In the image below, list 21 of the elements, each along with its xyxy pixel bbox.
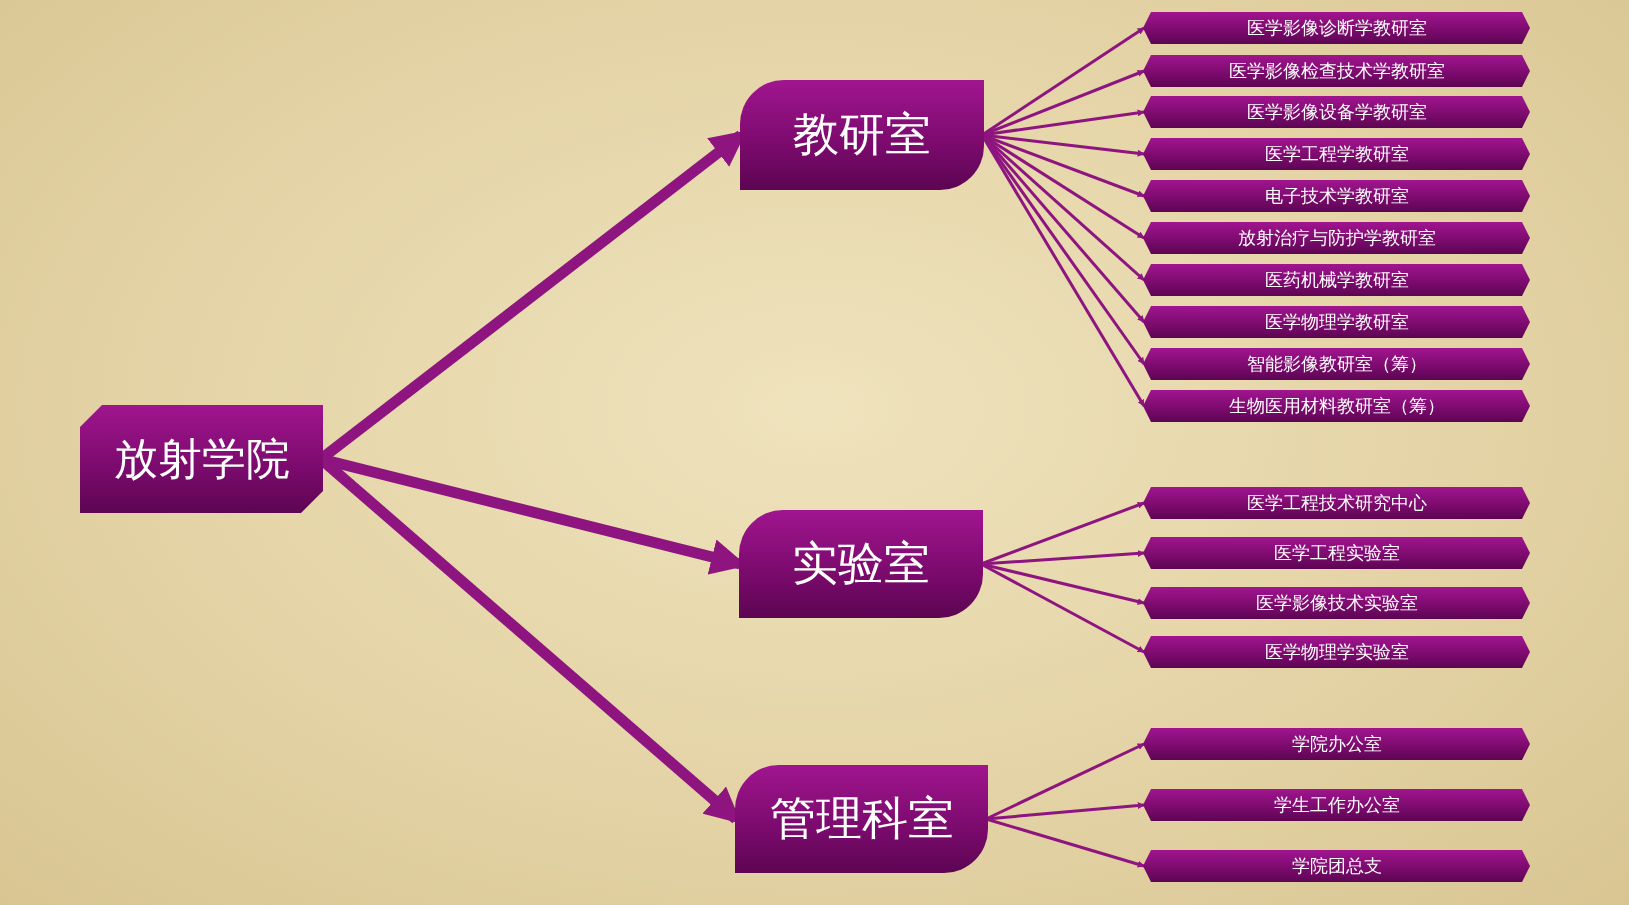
department-banner: 医学影像检查技术学教研室 [1143,55,1530,87]
department-banner: 医学影像设备学教研室 [1143,96,1530,128]
department-banner: 医学工程学教研室 [1143,138,1530,170]
category-box: 实验室 [739,510,983,618]
department-banner: 医学工程实验室 [1143,537,1530,569]
department-banner: 医学物理学实验室 [1143,636,1530,668]
department-banner: 医药机械学教研室 [1143,264,1530,296]
department-banner: 生物医用材料教研室（筹） [1143,390,1530,422]
department-banner: 医学物理学教研室 [1143,306,1530,338]
department-banner: 智能影像教研室（筹） [1143,348,1530,380]
department-banner: 电子技术学教研室 [1143,180,1530,212]
department-banner: 学院办公室 [1143,728,1530,760]
department-banner: 放射治疗与防护学教研室 [1143,222,1530,254]
root-box: 放射学院 [80,405,323,513]
category-box: 管理科室 [735,765,988,873]
department-banner: 学生工作办公室 [1143,789,1530,821]
department-banner: 医学工程技术研究中心 [1143,487,1530,519]
department-banner: 医学影像诊断学教研室 [1143,12,1530,44]
department-banner: 医学影像技术实验室 [1143,587,1530,619]
category-box: 教研室 [740,80,984,190]
department-banner: 学院团总支 [1143,850,1530,882]
